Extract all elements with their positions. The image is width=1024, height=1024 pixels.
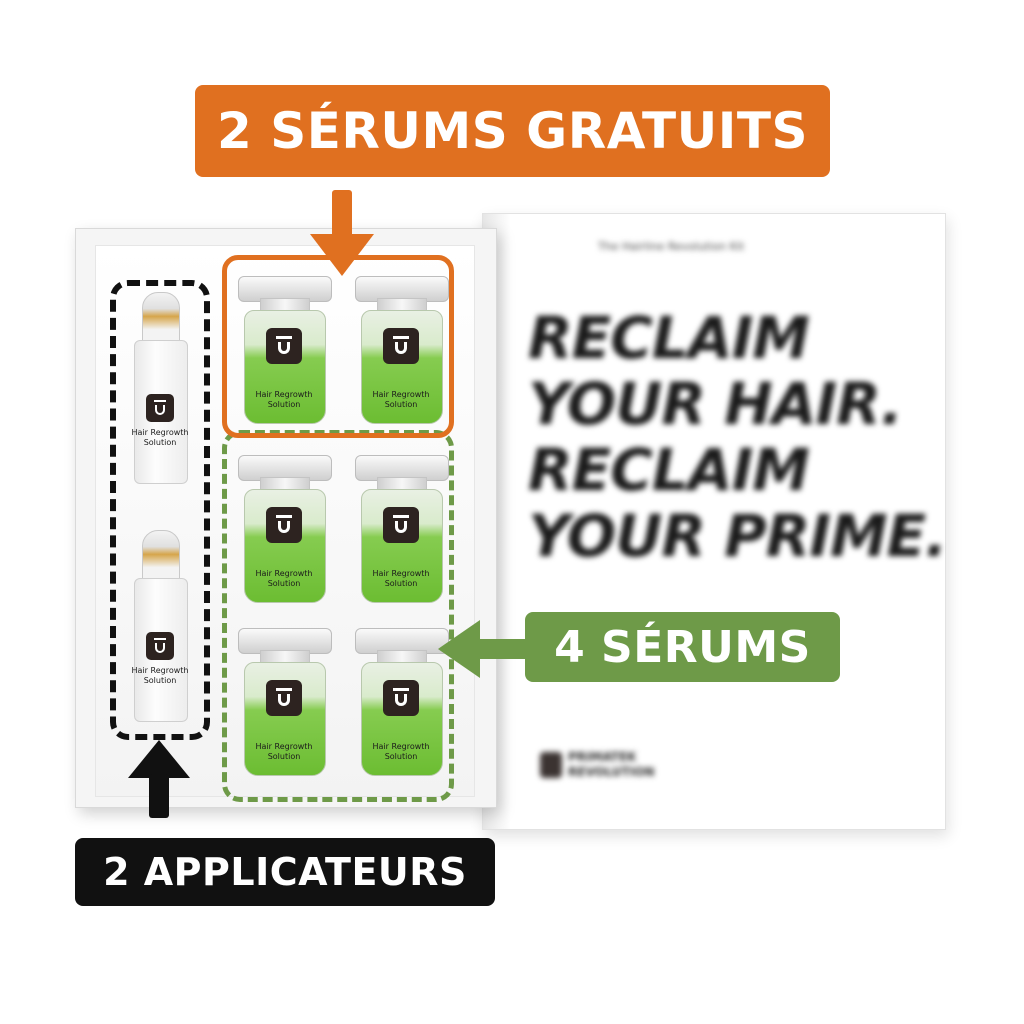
lid-headline-line: RECLAIM <box>528 436 810 504</box>
vial-label-line: Solution <box>267 752 301 761</box>
lid-headline-line: YOUR PRIME. <box>528 502 947 570</box>
product-logo-icon <box>383 507 419 543</box>
applicator-label-line: Solution <box>143 676 177 685</box>
brand-name: PRIMATEK REVOLUTION <box>568 750 655 780</box>
applicator-label: Hair Regrowth Solution <box>122 666 198 686</box>
applicator-tip <box>142 292 180 346</box>
lid-headline-line: RECLAIM <box>528 304 810 372</box>
vial-label-line: Solution <box>267 400 301 409</box>
vial-label-line: Hair Regrowth <box>255 742 313 751</box>
vial-label-line: Hair Regrowth <box>372 742 430 751</box>
brand-name-line: PRIMATEK <box>568 750 637 764</box>
vial-label-line: Hair Regrowth <box>255 569 313 578</box>
vial-label-line: Solution <box>384 579 418 588</box>
applicators-highlight-frame <box>110 280 210 740</box>
applicators-badge: 2 APPLICATEURS <box>75 838 495 906</box>
brand-name-line: REVOLUTION <box>568 765 655 779</box>
applicator-label: Hair Regrowth Solution <box>122 428 198 448</box>
vial-cap <box>238 276 332 302</box>
arrow-left-icon <box>438 620 528 678</box>
brand-logo-icon <box>540 752 562 778</box>
applicator-tip <box>142 530 180 584</box>
arrow-down-icon <box>310 190 374 276</box>
vial-label-line: Solution <box>384 400 418 409</box>
product-logo-icon <box>146 632 174 660</box>
lid-headline: RECLAIM YOUR HAIR. RECLAIM YOUR PRIME. <box>528 304 947 570</box>
applicator-label-line: Solution <box>143 438 177 447</box>
box-lid <box>482 213 946 830</box>
applicator: Hair Regrowth Solution <box>132 530 188 722</box>
product-logo-icon <box>266 507 302 543</box>
applicator-label-line: Hair Regrowth <box>131 666 189 675</box>
vial-label-line: Hair Regrowth <box>372 569 430 578</box>
lid-kit-title: The Hairline Revolution Kit <box>598 240 745 253</box>
product-logo-icon <box>266 680 302 716</box>
vial-label-line: Solution <box>267 579 301 588</box>
vial-body <box>244 310 326 424</box>
serums-count-badge: 4 SÉRUMS <box>525 612 840 682</box>
product-logo-icon <box>146 394 174 422</box>
vial-label-line: Hair Regrowth <box>372 390 430 399</box>
applicator-label-line: Hair Regrowth <box>131 428 189 437</box>
free-serums-highlight-frame <box>222 255 454 438</box>
product-logo-icon <box>266 328 302 364</box>
product-logo-icon <box>383 328 419 364</box>
product-logo-icon <box>383 680 419 716</box>
paid-serums-highlight-frame <box>222 430 454 802</box>
arrow-up-icon <box>128 740 190 818</box>
lid-headline-line: YOUR HAIR. <box>528 370 903 438</box>
applicator: Hair Regrowth Solution <box>132 292 188 484</box>
free-serums-badge: 2 SÉRUMS GRATUITS <box>195 85 830 177</box>
vial-label-line: Hair Regrowth <box>255 390 313 399</box>
vial-cap <box>355 276 449 302</box>
vial-label-line: Solution <box>384 752 418 761</box>
